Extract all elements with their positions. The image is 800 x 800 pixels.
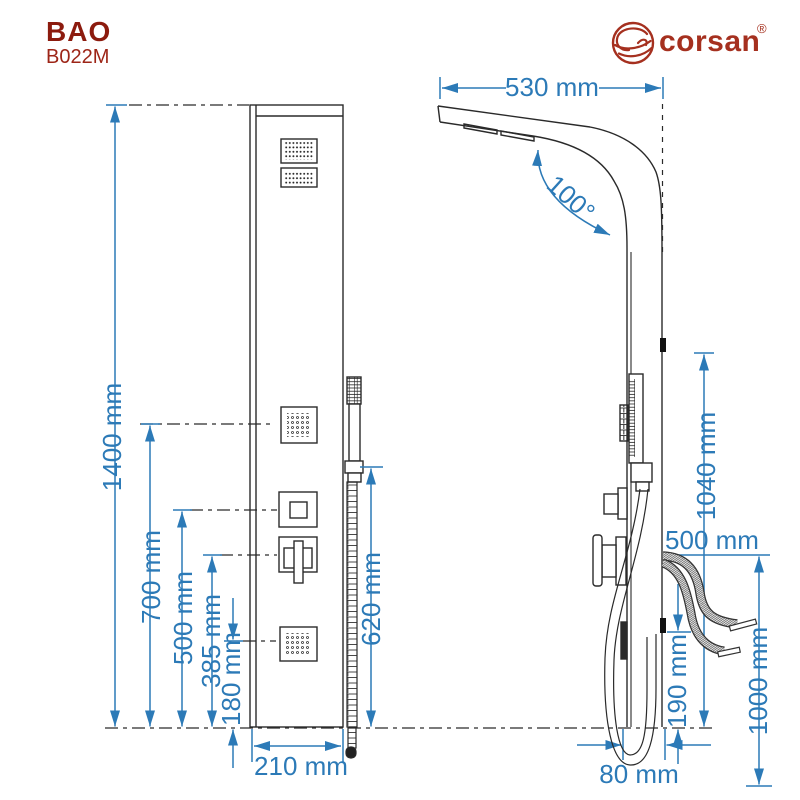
side-lower-body-jet: [620, 621, 628, 660]
water-inlet-mark: [660, 618, 666, 633]
brand-registered-mark-icon: ®: [757, 21, 767, 36]
dim-label-panel-width: 210 mm: [254, 751, 348, 781]
dim-label-hand-shower: 620 mm: [356, 552, 386, 646]
dim-label-diverter: 500 mm: [168, 571, 198, 665]
dim-210: [251, 729, 344, 762]
side-panel-outline-outer: [437, 105, 663, 727]
dim-385: [203, 554, 222, 727]
dim-500-front: [173, 509, 192, 727]
corsan-logo-icon: [611, 21, 655, 65]
dim-label-total-height: 1400 mm: [97, 382, 127, 492]
side-diverter-knob: [603, 487, 628, 520]
front-shower-head-outlets: [280, 138, 318, 188]
front-upper-body-jet: [280, 406, 318, 444]
side-view-panel: [437, 104, 666, 727]
brand-logo-text: corsan: [659, 25, 761, 58]
dim-label-lower-jet: 180 mm: [216, 632, 246, 726]
dim-620: [360, 466, 383, 727]
front-shower-hose: [345, 481, 358, 759]
product-code: B022M: [46, 46, 110, 68]
side-head-slats: [463, 123, 535, 142]
side-hand-shower: [628, 373, 653, 492]
front-diverter-knob: [278, 491, 318, 528]
dimension-lines: [106, 77, 772, 787]
dim-label-upper-jet: 700 mm: [136, 530, 166, 624]
dim-80: [577, 729, 711, 760]
hoses-and-spout: [345, 481, 758, 766]
reference-lines: [105, 104, 712, 729]
wall-bracket-mark: [660, 338, 666, 352]
dim-700: [141, 423, 160, 727]
front-lower-body-jet: [279, 626, 318, 662]
dim-1400: [106, 104, 127, 727]
side-upper-body-jet: [619, 404, 629, 442]
dim-180: [224, 598, 243, 768]
dim-label-panel-depth: 80 mm: [599, 759, 679, 789]
dim-label-spout-height: 1000 mm: [743, 626, 773, 736]
dim-label-spout-length: 500 mm: [665, 525, 759, 555]
side-panel-outline-inner: [439, 121, 628, 727]
side-shower-hose: [604, 488, 657, 766]
dim-1040: [694, 352, 714, 727]
dim-1000: [746, 556, 772, 787]
side-mixer-knob: [592, 534, 627, 587]
dim-label-head-reach: 530 mm: [505, 72, 599, 102]
dim-label-bracket-height: 1040 mm: [691, 411, 721, 521]
front-mixer-lever: [278, 536, 318, 584]
spout-end-cap: [717, 646, 741, 658]
product-name: BAO: [46, 16, 112, 47]
flexible-spout: [661, 551, 758, 658]
front-view-panel: [249, 104, 364, 728]
dim-angle-arc: [532, 149, 611, 236]
dim-530: [439, 77, 664, 99]
spout-end-cap: [728, 618, 758, 632]
dim-label-inlet-height: 190 mm: [662, 634, 692, 728]
